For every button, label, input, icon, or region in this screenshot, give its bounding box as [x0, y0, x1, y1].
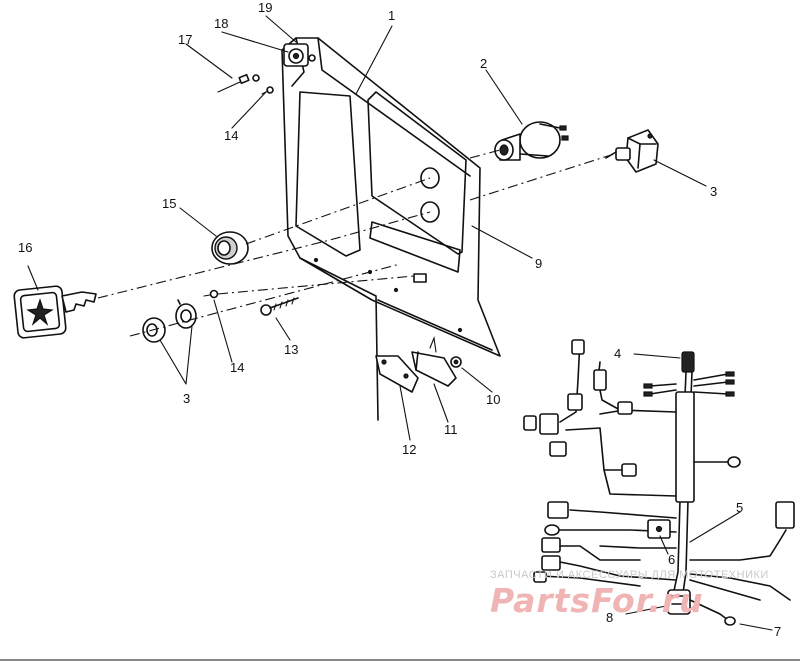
- key-16: [13, 285, 97, 339]
- center-lines: [97, 149, 615, 337]
- clip-hardware: [283, 43, 316, 67]
- washer-14-top: [261, 86, 274, 95]
- nut-15: [211, 231, 249, 265]
- callout-2: 2: [480, 56, 487, 71]
- watermark-logo: PartsFor.ru: [490, 581, 704, 620]
- callout-17: 17: [178, 32, 192, 47]
- watermark: ЗАПЧАСТИ И АКСЕССУАРЫ ДЛЯ МОТОТЕХНИКИ Pa…: [490, 569, 769, 620]
- callout-5: 5: [736, 500, 743, 515]
- ignition-switch: [494, 121, 569, 161]
- callout-7: 7: [774, 624, 781, 639]
- callout-15: 15: [162, 196, 176, 211]
- callout-4: 4: [614, 346, 621, 361]
- callout-10: 10: [486, 392, 500, 407]
- screw-17: [217, 73, 260, 93]
- washer-14-lower: [203, 289, 219, 299]
- bracket-12: [375, 355, 419, 393]
- callout-1: 1: [388, 8, 395, 23]
- callout-14-lower: 14: [230, 360, 244, 375]
- watermark-caption: ЗАПЧАСТИ И АКСЕССУАРЫ ДЛЯ МОТОТЕХНИКИ: [490, 569, 769, 581]
- nut-10: [450, 356, 462, 368]
- callout-14-upper: 14: [224, 128, 238, 143]
- callout-11: 11: [444, 422, 458, 437]
- callout-8: 8: [606, 610, 613, 625]
- callout-numbers: 1 2 3 3 4 5 6 7 8 9 10 11 12 13 14 14 15…: [18, 0, 781, 639]
- callout-6: 6: [668, 552, 675, 567]
- callout-12: 12: [402, 442, 416, 457]
- leader-lines: [27, 15, 773, 631]
- toggle-switch-right: [605, 129, 659, 173]
- callout-13: 13: [284, 342, 298, 357]
- callout-19: 19: [258, 0, 272, 15]
- callout-9: 9: [535, 256, 542, 271]
- callout-3-right: 3: [710, 184, 717, 199]
- screw-13: [260, 297, 299, 316]
- clamp-11: [411, 335, 457, 387]
- callout-3-left: 3: [183, 391, 190, 406]
- callout-16: 16: [18, 240, 32, 255]
- lock-washer-3: [175, 299, 197, 329]
- wiring-harness: [523, 339, 795, 626]
- callout-18: 18: [214, 16, 228, 31]
